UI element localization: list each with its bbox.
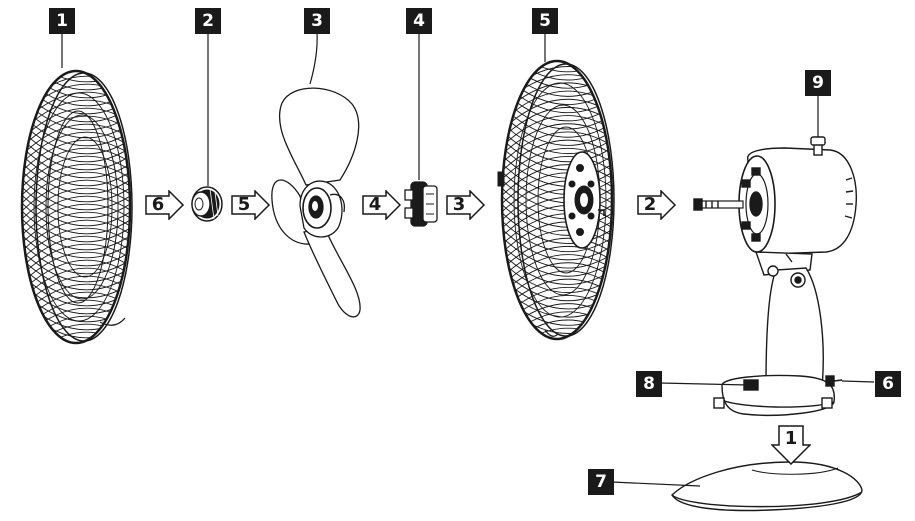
step-number: 2 [643, 194, 657, 215]
outer-grill-drawing [20, 69, 133, 345]
spinner-nut-drawing [191, 186, 223, 222]
leader-lines [61, 31, 875, 487]
step-number: 1 [784, 428, 798, 449]
right-arrow-icon [446, 190, 486, 220]
step-number: 3 [452, 194, 466, 215]
locking-nut-drawing [404, 181, 438, 227]
step-number: 4 [368, 194, 382, 215]
part-label-locking-nut: 4 [406, 8, 432, 34]
part-label-spinner-nut: 2 [195, 8, 221, 34]
right-arrow-icon [637, 190, 677, 220]
step-number: 5 [237, 194, 251, 215]
part-label-oscillation-knob: 9 [805, 70, 831, 96]
step-arrow-1: 1 [771, 425, 811, 465]
step-arrow-3: 3 [446, 190, 486, 220]
part-label-cord: 6 [875, 371, 901, 397]
part-label-base-plate: 7 [588, 469, 614, 495]
right-arrow-icon [145, 190, 185, 220]
step-arrow-4: 4 [362, 190, 402, 220]
right-arrow-icon [362, 190, 402, 220]
part-label-blade: 3 [304, 8, 330, 34]
part-label-inner-grill: 5 [532, 8, 558, 34]
part-label-outer-grill: 1 [49, 8, 75, 34]
step-arrow-5: 5 [231, 190, 271, 220]
part-label-switch: 8 [636, 371, 662, 397]
blade-drawing [271, 87, 361, 318]
step-number: 6 [151, 194, 165, 215]
right-arrow-icon [231, 190, 271, 220]
down-arrow-icon [771, 425, 811, 465]
step-arrow-6: 6 [145, 190, 185, 220]
step-arrow-2: 2 [637, 190, 677, 220]
motor-stand-drawing [671, 136, 863, 512]
inner-grill-drawing [497, 59, 615, 341]
